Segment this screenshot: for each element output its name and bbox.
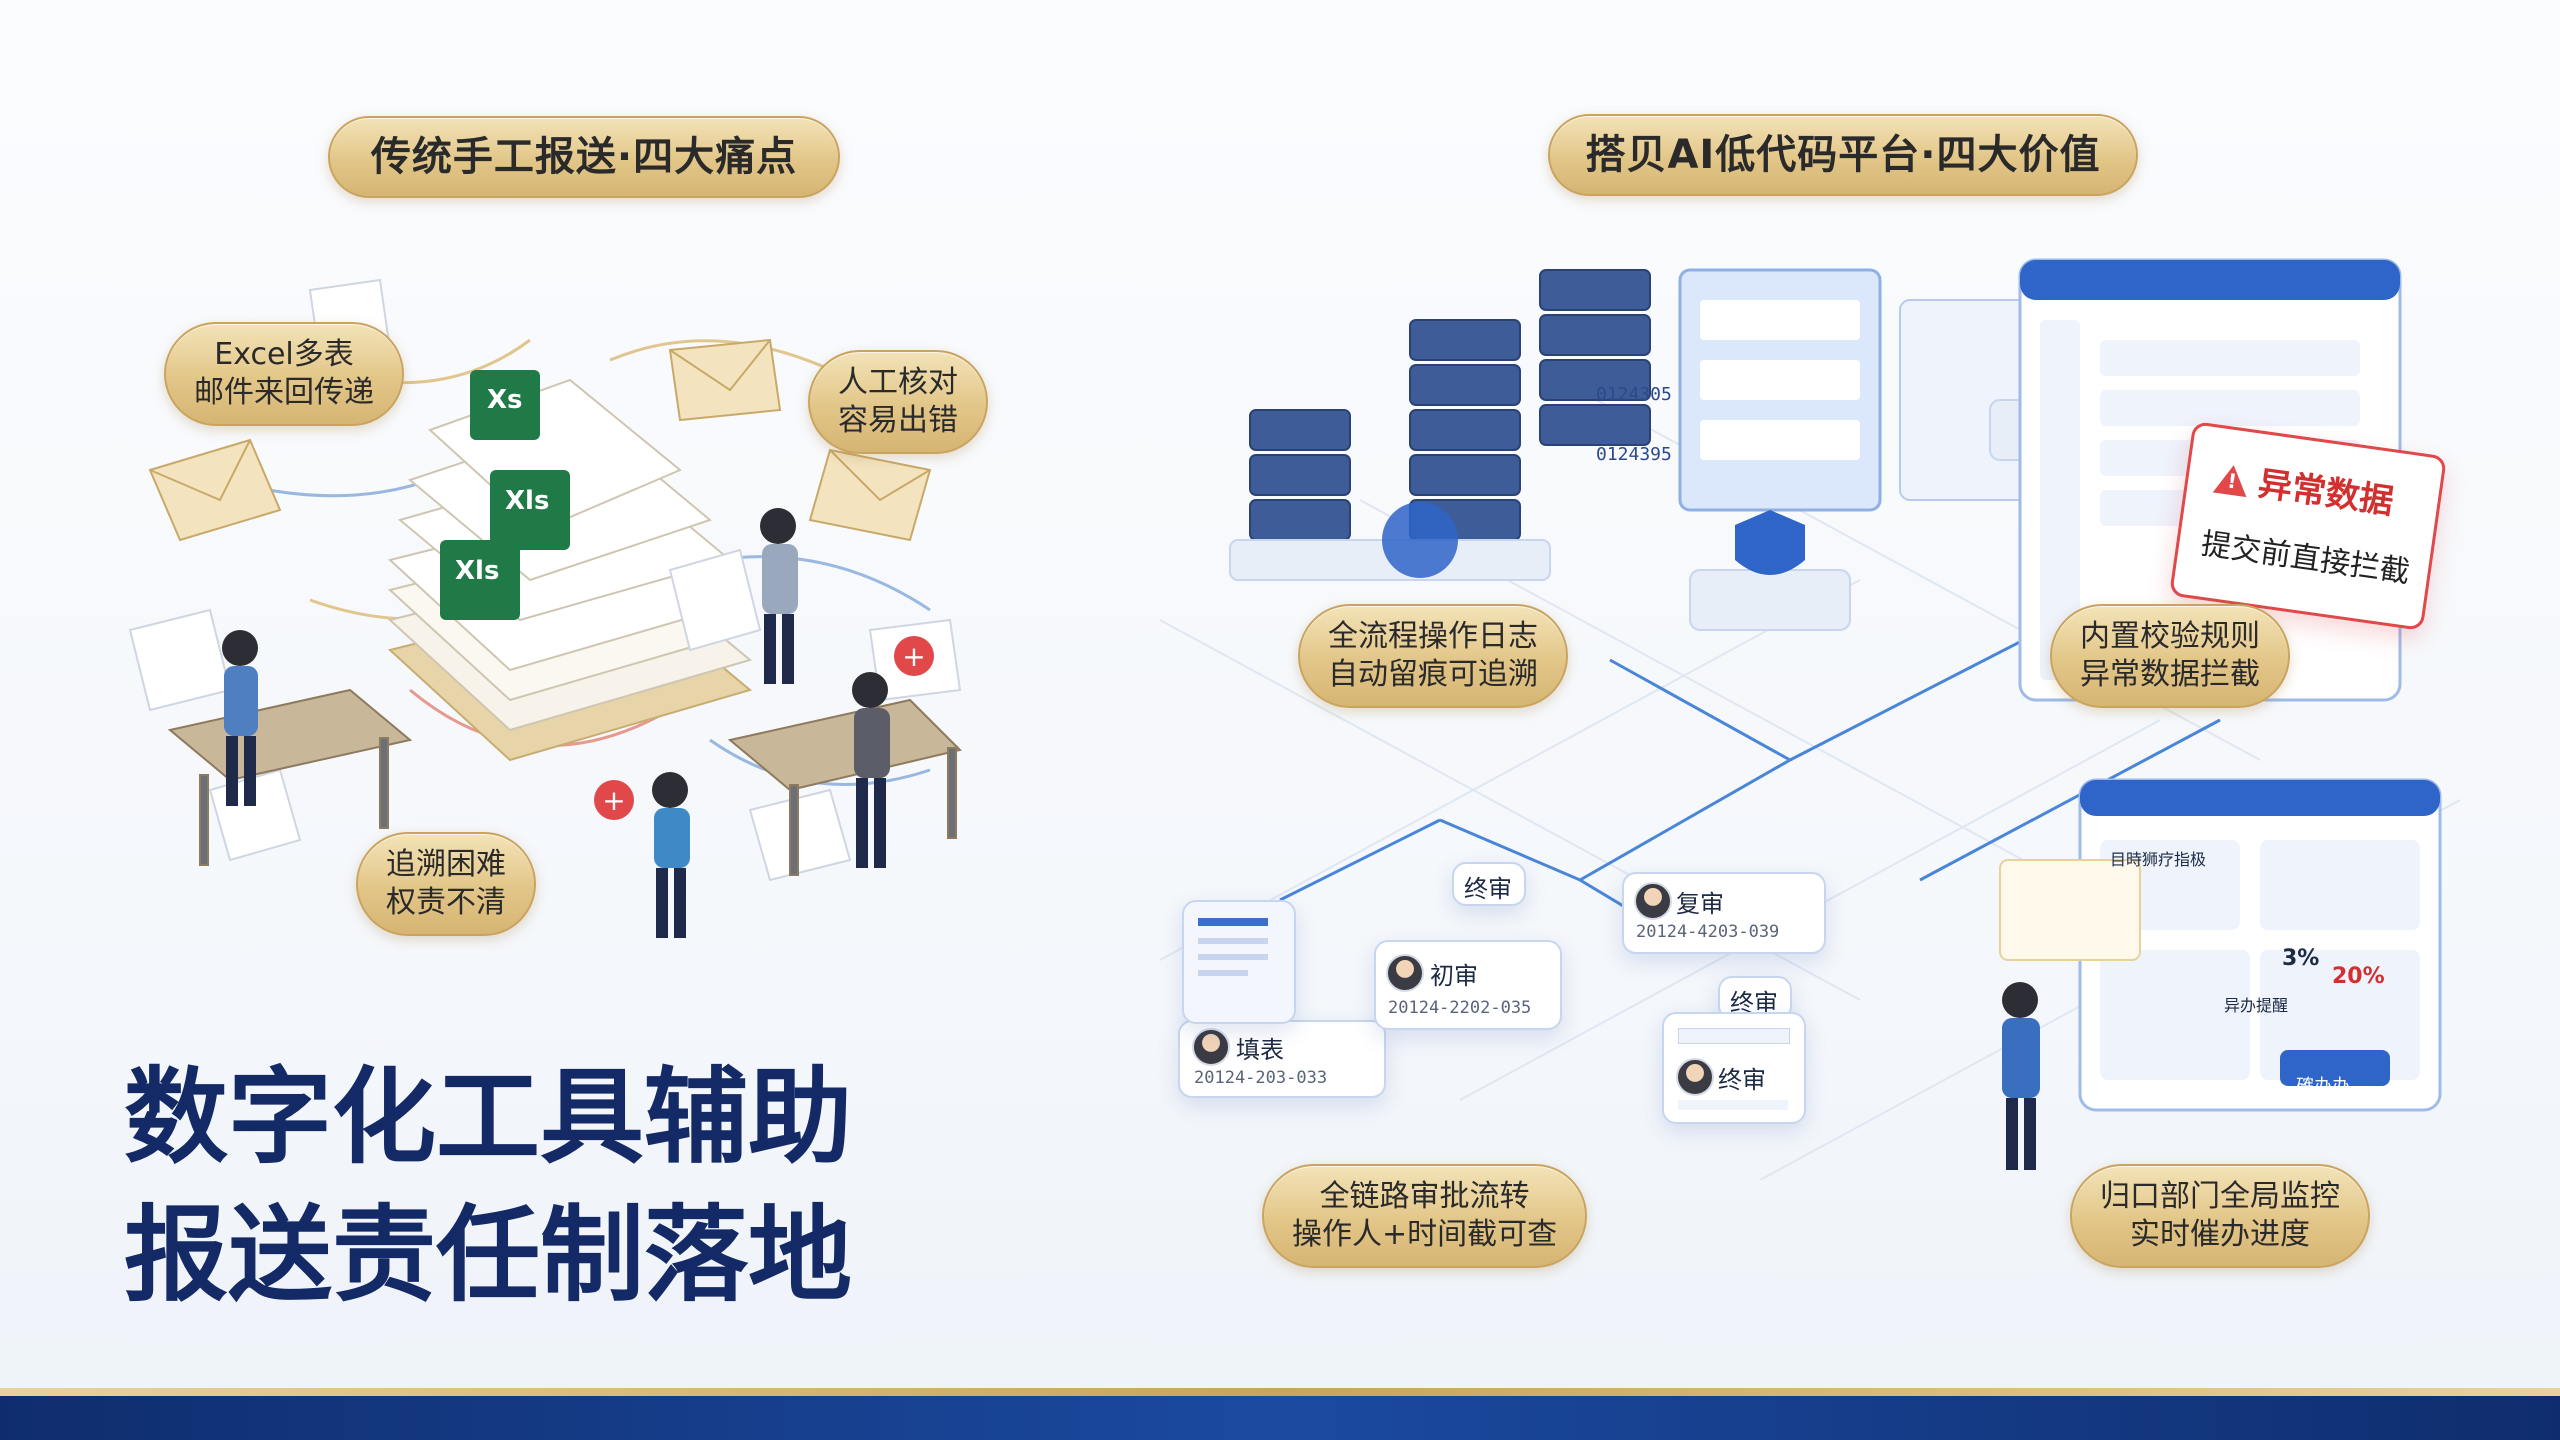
node-label: 填表: [1236, 1036, 1284, 1064]
excel-tag-2: Xls: [505, 486, 550, 516]
avatar: [1676, 1058, 1714, 1096]
envelope-icons: [148, 338, 932, 542]
headline-line-2: 报送责任制落地: [124, 1194, 853, 1316]
value-validation-rules: 内置校验规则异常数据拦截: [2050, 604, 2290, 708]
presenter-figure: [2002, 982, 2040, 1170]
workflow-node-fill: 填表 20124-203-033: [1178, 1020, 1386, 1098]
pain-point-excel-email: Excel多表邮件来回传递: [164, 322, 404, 426]
headline-line-1: 数字化工具辅助: [124, 1056, 853, 1178]
dashboard-header: 目時狮疗指极: [2110, 850, 2207, 869]
node-date: 20124-4203-039: [1636, 922, 1780, 942]
avatar: [1192, 1028, 1230, 1066]
worker-top: [760, 508, 798, 684]
pain-point-traceability: 追溯困难权责不清: [356, 832, 536, 936]
paperwork-illustration: + +: [128, 278, 962, 938]
worker-right: [852, 672, 890, 868]
pain-point-manual-check: 人工核对容易出错: [808, 350, 988, 454]
node-label: 终审: [1464, 875, 1512, 903]
node-label: 复审: [1676, 890, 1724, 918]
value-global-monitor: 归口部门全局监控实时催办进度: [2070, 1164, 2370, 1268]
worker-left: [222, 630, 258, 806]
workflow-node-review: 复审 20124-4203-039: [1622, 872, 1826, 954]
bottom-navy-band: [0, 1396, 2560, 1440]
bottom-gold-stripe: [0, 1388, 2560, 1396]
warning-icon: [2212, 462, 2251, 498]
alert-title: 异常数据: [2255, 463, 2396, 523]
office-workers: [222, 508, 890, 938]
error-icons: + +: [594, 636, 934, 820]
server-code-1: 0124305: [1596, 384, 1672, 405]
excel-tag-3: Xls: [455, 556, 500, 586]
svg-text:+: +: [602, 784, 625, 817]
dashboard-window: [1999, 778, 2442, 1112]
dashboard-button[interactable]: 確办办: [2296, 1076, 2350, 1097]
alert-card: 异常数据 提交前直接拦截: [2168, 421, 2448, 631]
dashboard-stat-1: 3%: [2282, 946, 2320, 971]
svg-text:+: +: [902, 640, 925, 673]
right-section-title: 搭贝AI低代码平台·四大价值: [1548, 114, 2138, 196]
avatar: [1634, 882, 1672, 920]
server-code-2: 0124395: [1596, 444, 1672, 465]
value-approval-chain: 全链路审批流转操作人+时间截可查: [1262, 1164, 1588, 1268]
node-date: 20124-203-033: [1194, 1068, 1328, 1088]
worker-bottom: [652, 772, 690, 938]
workflow-node-final-box: 终审: [1662, 1012, 1806, 1124]
value-operation-log: 全流程操作日志自动留痕可追溯: [1298, 604, 1568, 708]
workflow-node-final-top: 终审: [1452, 862, 1526, 906]
left-section-title: 传统手工报送·四大痛点: [328, 116, 840, 198]
server-racks: [1229, 269, 1651, 581]
node-label: 终审: [1718, 1066, 1766, 1094]
dashboard-stat-2: 20%: [2332, 964, 2385, 989]
excel-tag-1: Xs: [487, 385, 523, 415]
node-date: 20124-2202-035: [1388, 998, 1532, 1018]
dashboard-card-label: 异办提醒: [2224, 996, 2289, 1015]
alert-subtitle: 提交前直接拦截: [2199, 526, 2412, 591]
workflow-node-first: 初审 20124-2202-035: [1374, 940, 1562, 1030]
avatar: [1386, 954, 1424, 992]
node-label: 初审: [1430, 962, 1478, 990]
workflow-doc-icon: [1182, 900, 1296, 1024]
headline: 数字化工具辅助 报送责任制落地: [124, 1048, 852, 1324]
excel-file-icons: [440, 370, 570, 620]
monitor-screens: [1678, 268, 2051, 512]
